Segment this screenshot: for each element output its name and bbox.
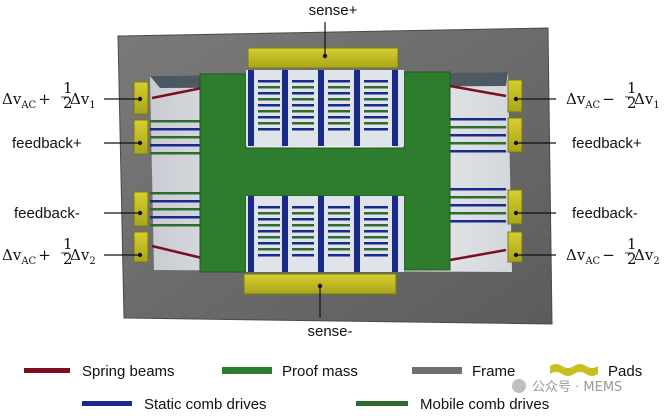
watermark: 公众号 · MEMS	[512, 379, 622, 395]
spring-beam-bottom-right	[449, 248, 507, 262]
leader-lines	[104, 22, 556, 318]
left-comb-drives	[150, 120, 202, 227]
svg-text:ΔvAC−: ΔvAC−	[566, 90, 615, 111]
svg-text:2: 2	[63, 250, 73, 268]
label-feedback-left-top: feedback+	[12, 135, 82, 152]
svg-text:Δv2: Δv2	[634, 246, 660, 267]
label-feedback-right-bottom: feedback-	[572, 205, 638, 222]
svg-text:ΔvAC−: ΔvAC−	[566, 246, 615, 267]
svg-text:1: 1	[627, 235, 637, 253]
label-feedback-right-top: feedback+	[572, 135, 642, 152]
legend-label-frame: Frame	[472, 363, 515, 380]
legend-swatch-proof-mass	[222, 367, 272, 374]
legend-swatch-spring-beams	[24, 368, 70, 373]
svg-text:Δv1: Δv1	[70, 90, 96, 111]
lower-comb-block	[246, 196, 404, 272]
spring-beam-top-left	[151, 86, 203, 100]
spring-beam-bottom-left	[151, 244, 203, 260]
leader-dots	[137, 53, 519, 289]
pad-left-4	[133, 231, 149, 263]
svg-text:2: 2	[627, 94, 637, 112]
voltage-label-right-top: ΔvAC− 1 2 Δv1	[566, 79, 660, 112]
legend-swatch-static-comb	[82, 401, 132, 406]
legend-label-mobile-comb: Mobile comb drives	[420, 396, 549, 413]
pad-right-3	[507, 189, 523, 225]
svg-text:1: 1	[63, 79, 73, 97]
right-comb-drives	[450, 118, 506, 223]
pad-left-3	[133, 191, 149, 227]
upper-comb-block	[246, 70, 404, 146]
svg-text:2: 2	[627, 250, 637, 268]
pad-sense-top	[247, 47, 399, 69]
legend-label-static-comb: Static comb drives	[144, 396, 267, 413]
svg-text:1: 1	[63, 235, 73, 253]
wechat-icon	[512, 379, 526, 393]
voltage-label-right-bottom: ΔvAC− 1 2 Δv2	[566, 235, 660, 268]
label-feedback-left-bottom: feedback-	[14, 205, 80, 222]
svg-text:Δv2: Δv2	[70, 246, 96, 267]
legend-swatch-mobile-comb	[356, 401, 408, 406]
svg-text:2: 2	[63, 94, 73, 112]
legend-swatch-pads	[550, 364, 598, 376]
svg-text:Δv1: Δv1	[634, 90, 660, 111]
svg-text:1: 1	[627, 79, 637, 97]
legend: Spring beams Proof mass Frame Pads Stati…	[24, 363, 642, 413]
label-sense-top: sense+	[309, 2, 358, 19]
svg-text:ΔvAC+: ΔvAC+	[2, 90, 51, 111]
spring-beam-top-right	[449, 84, 507, 98]
legend-label-proof-mass: Proof mass	[282, 363, 358, 380]
watermark-text: 公众号 · MEMS	[532, 380, 622, 395]
pad-right-2	[507, 117, 523, 153]
pad-right-1	[507, 79, 523, 113]
svg-text:ΔvAC+: ΔvAC+	[2, 246, 51, 267]
voltage-label-left-top: ΔvAC+ 1 2 Δv1	[2, 79, 96, 112]
legend-swatch-frame	[412, 367, 462, 374]
label-sense-bottom: sense-	[307, 323, 352, 340]
legend-label-pads: Pads	[608, 363, 642, 380]
pad-left-2	[133, 119, 149, 155]
legend-label-spring-beams: Spring beams	[82, 363, 175, 380]
pad-right-4	[507, 231, 523, 263]
voltage-label-left-bottom: ΔvAC+ 1 2 Δv2	[2, 235, 96, 268]
